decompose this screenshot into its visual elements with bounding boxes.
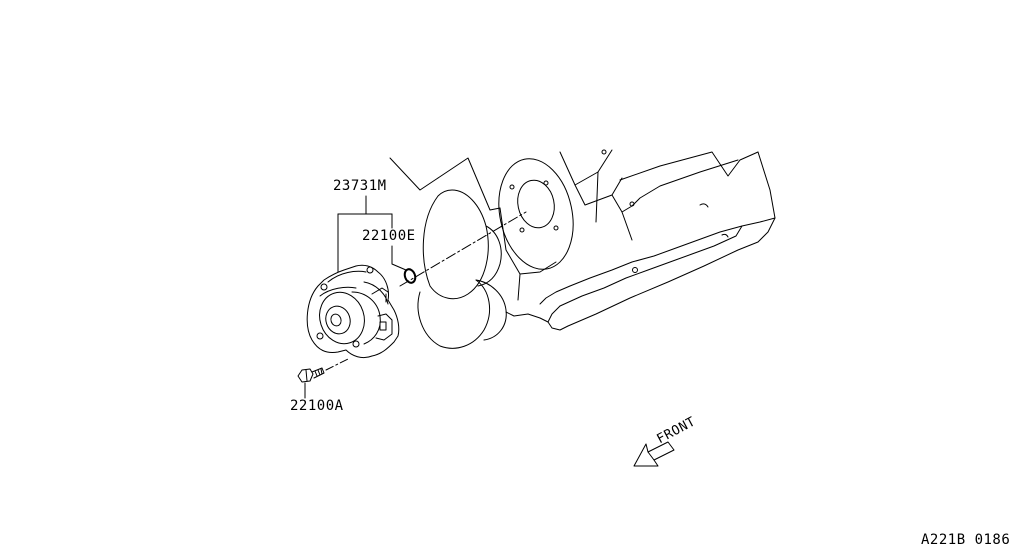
leader-lines — [305, 196, 406, 398]
pulley-plate — [489, 152, 583, 300]
centerline — [326, 212, 526, 370]
part-label-23731m: 23731M — [333, 178, 387, 194]
engine-block — [390, 150, 775, 330]
o-ring — [403, 268, 417, 285]
part-label-22100e: 22100E — [362, 228, 416, 244]
front-arrow — [634, 442, 674, 466]
drawing-code: A221B 0186 — [921, 532, 1011, 548]
water-pump — [307, 265, 399, 357]
bolt — [298, 368, 324, 382]
idler-pulley — [418, 190, 506, 348]
part-label-22100a: 22100A — [290, 398, 344, 414]
